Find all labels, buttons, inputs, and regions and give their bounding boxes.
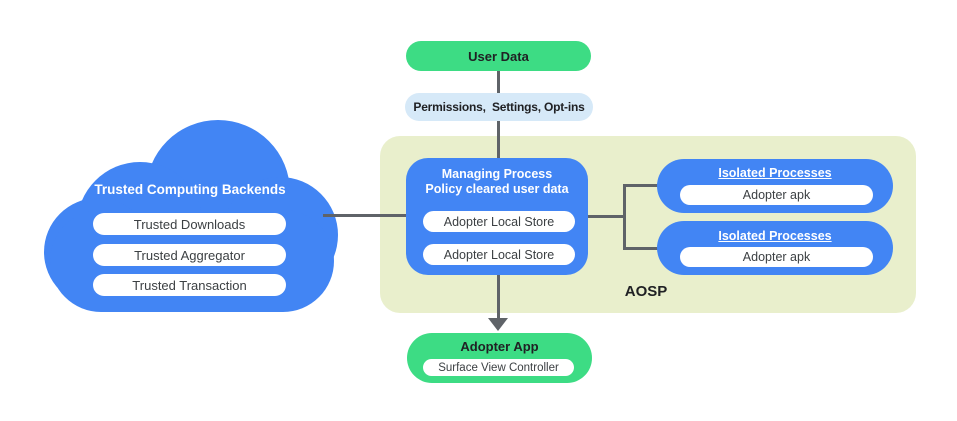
adopter-local-store-1: Adopter Local Store	[423, 211, 575, 232]
isolated-process-title-2: Isolated Processes	[718, 229, 832, 243]
surface-view-controller: Surface View Controller	[423, 359, 574, 376]
connector-branch-isolated-2	[623, 247, 659, 250]
cloud-item-trusted-aggregator: Trusted Aggregator	[93, 244, 286, 266]
connector-junction-vertical	[623, 184, 626, 250]
connector-cloud-managing	[323, 214, 407, 217]
connector-permissions-managing	[497, 120, 500, 160]
managing-process-title-line-1: Managing Process	[441, 167, 553, 181]
arrow-down-icon	[488, 318, 508, 331]
permissions-settings-optins-node: Permissions, Settings, Opt-ins	[405, 93, 593, 121]
adopter-apk-1: Adopter apk	[680, 185, 873, 205]
user-data-node: User Data	[406, 41, 591, 71]
managing-process-title-line-2: Policy cleared user data	[425, 182, 569, 196]
isolated-process-title-1: Isolated Processes	[718, 166, 832, 180]
adopter-local-store-2: Adopter Local Store	[423, 244, 575, 265]
connector-branch-isolated-1	[623, 184, 659, 187]
connector-managing-junction	[588, 215, 626, 218]
aosp-label: AOSP	[624, 283, 668, 300]
adopter-apk-2: Adopter apk	[680, 247, 873, 267]
adopter-app-title: Adopter App	[460, 339, 539, 354]
cloud-item-trusted-downloads: Trusted Downloads	[93, 213, 286, 235]
connector-managing-adopter	[497, 275, 500, 319]
cloud-item-trusted-transaction: Trusted Transaction	[93, 274, 286, 296]
cloud-title: Trusted Computing Backends	[94, 182, 286, 197]
managing-process-title: Managing Process Policy cleared user dat…	[406, 167, 588, 197]
connector-userdata-permissions	[497, 71, 500, 95]
